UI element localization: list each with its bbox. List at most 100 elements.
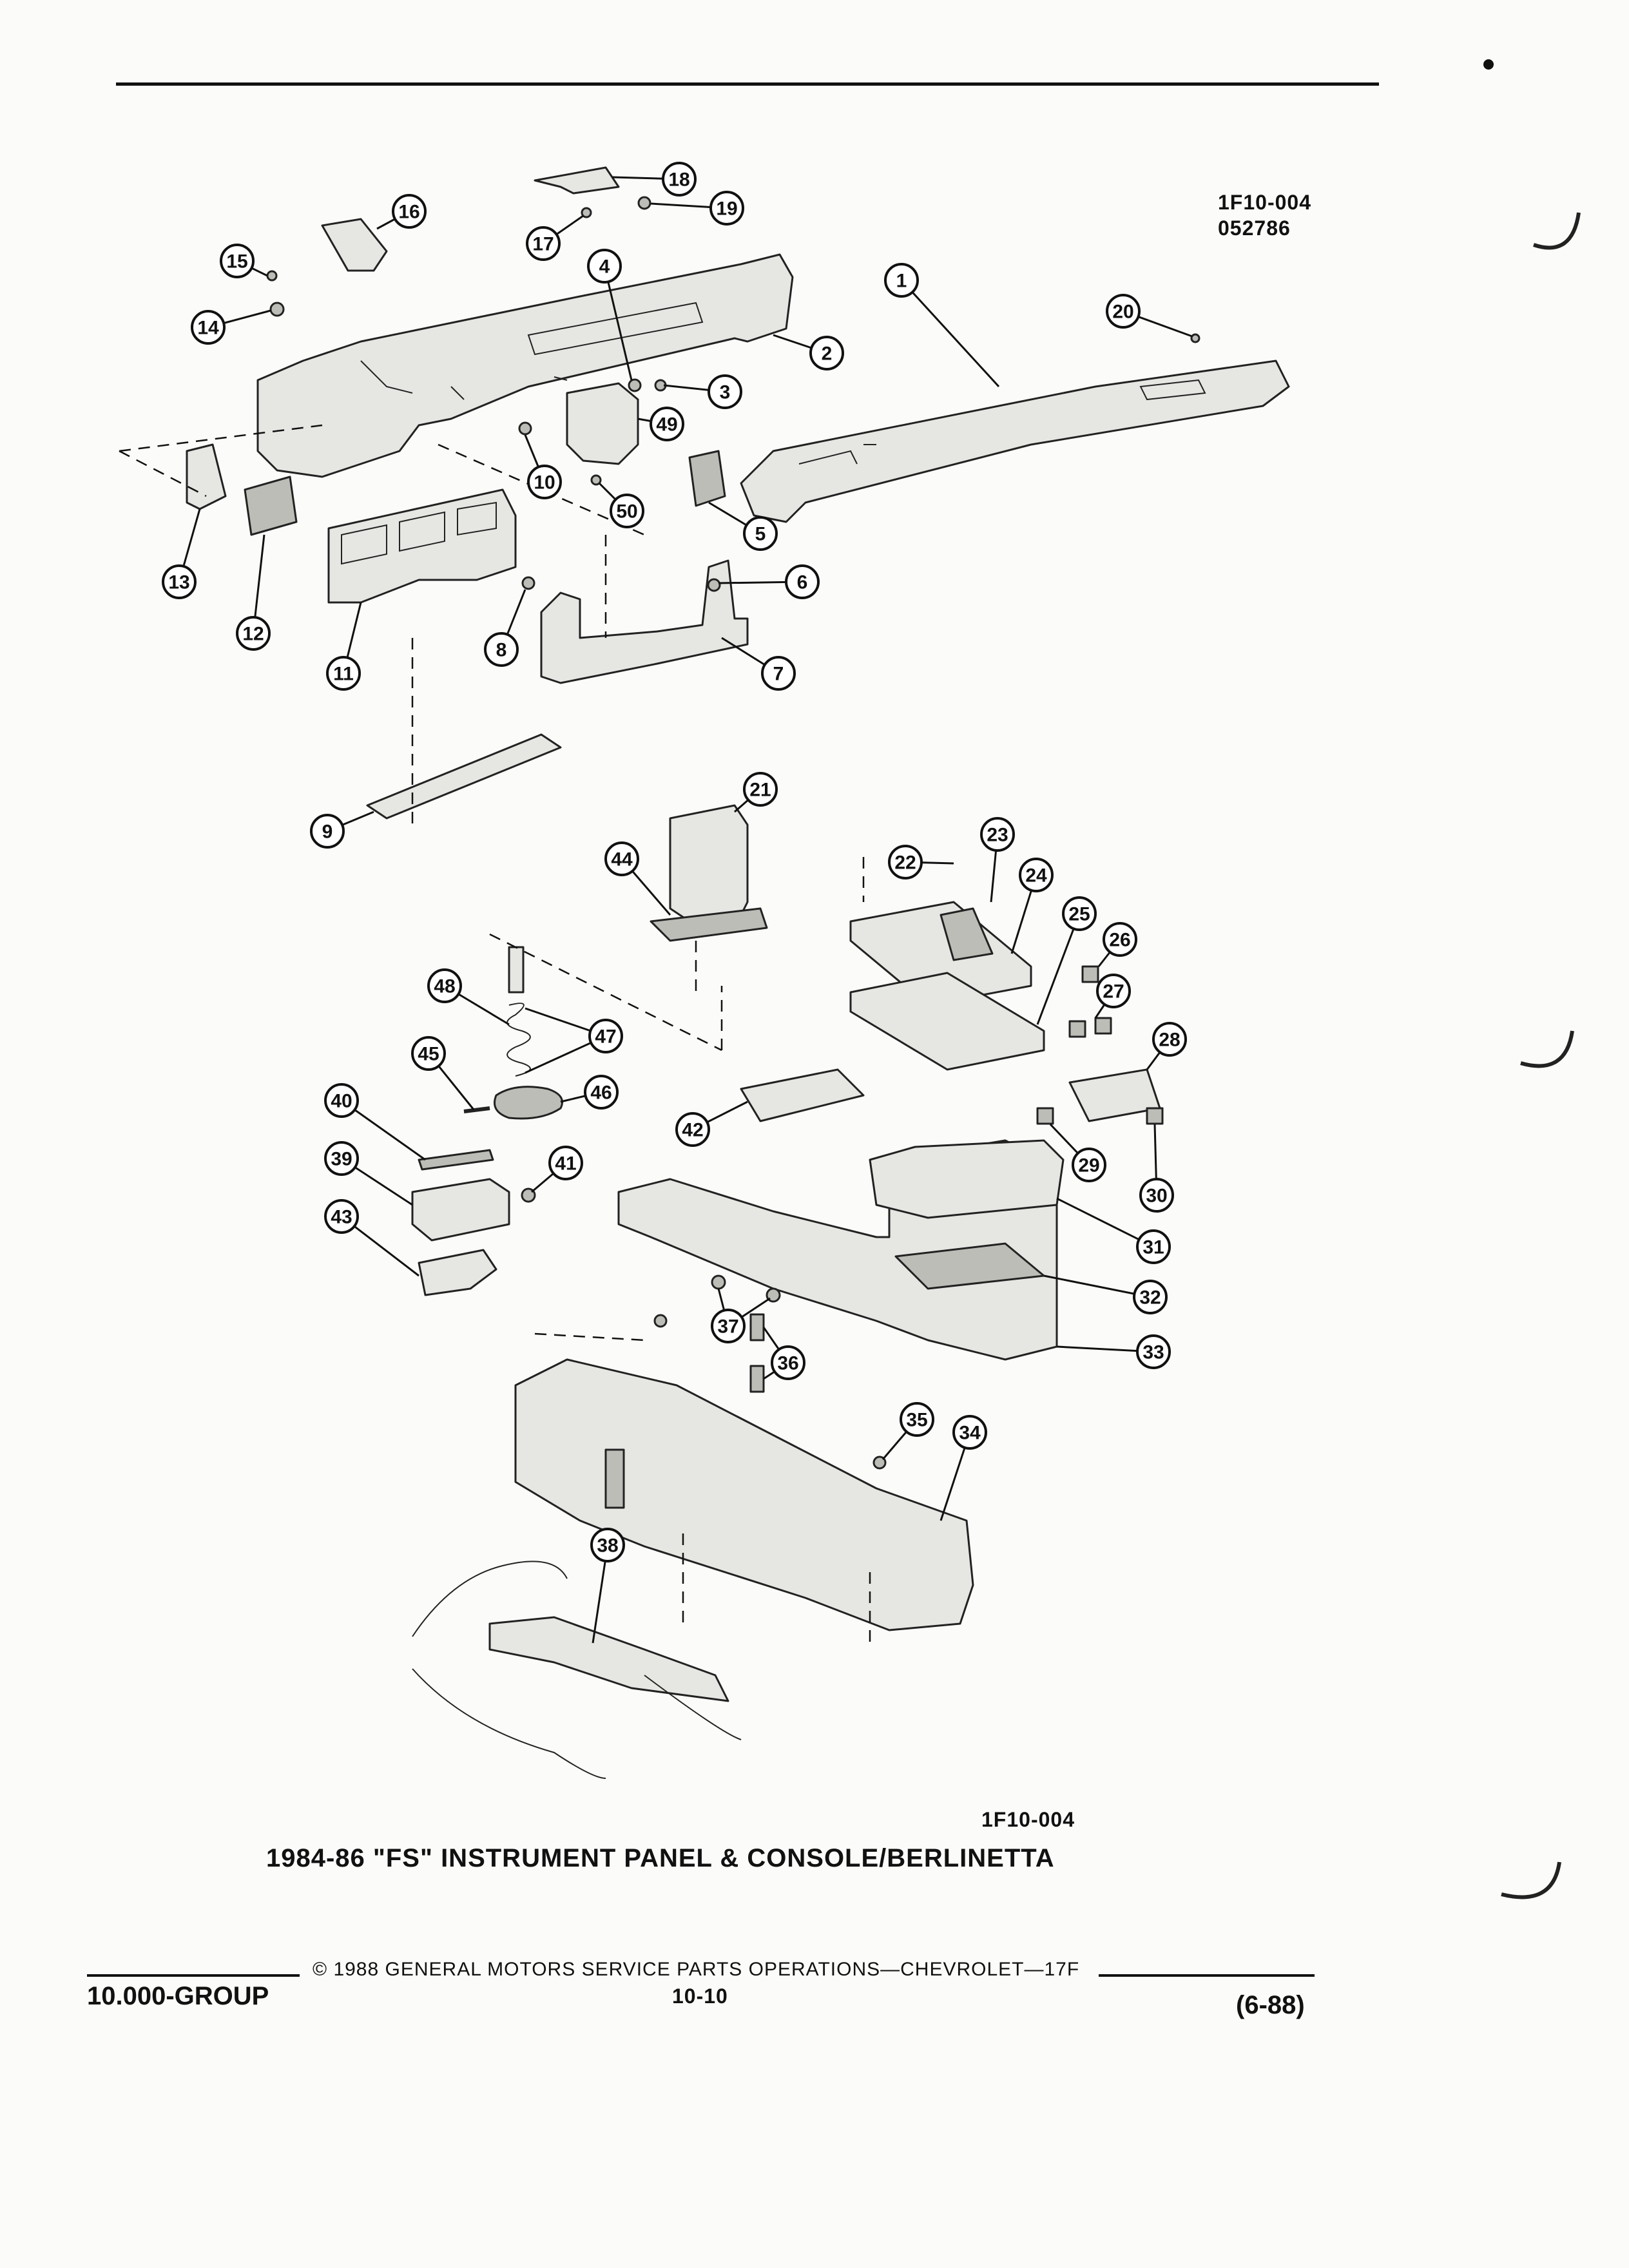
callout-20: 20 xyxy=(1106,294,1141,329)
callout-number: 3 xyxy=(720,382,731,403)
date-code: 052786 xyxy=(1218,216,1291,240)
fastener-19 xyxy=(637,196,651,210)
switch-5-part xyxy=(688,450,726,507)
callout-30: 30 xyxy=(1139,1178,1174,1213)
callout-number: 33 xyxy=(1142,1342,1164,1363)
fastener-20 xyxy=(1190,333,1200,343)
switch-27b-part xyxy=(1094,1017,1112,1035)
callout-number: 11 xyxy=(333,664,354,685)
callout-circle xyxy=(411,1036,446,1071)
header-rule xyxy=(116,82,1379,86)
callout-number: 50 xyxy=(616,501,637,523)
callout-number: 8 xyxy=(496,640,507,661)
trim-9-part xyxy=(366,733,562,820)
callout-34: 34 xyxy=(952,1415,987,1450)
part-36b xyxy=(749,1365,765,1393)
callout-circle xyxy=(548,1146,583,1180)
callout-circle xyxy=(1136,1229,1171,1264)
callout-10: 10 xyxy=(527,465,562,499)
callout-circle xyxy=(584,1075,619,1110)
callout-circle xyxy=(392,194,427,229)
callout-circle xyxy=(1139,1178,1174,1213)
callout-27: 27 xyxy=(1096,974,1131,1008)
floor-outline xyxy=(412,1561,742,1779)
margin-dot xyxy=(1483,59,1494,70)
callout-number: 26 xyxy=(1109,930,1130,951)
callout-circle xyxy=(527,465,562,499)
callout-number: 7 xyxy=(773,664,784,685)
callout-46: 46 xyxy=(584,1075,619,1110)
console-vent xyxy=(604,1448,625,1509)
page-number: 10-10 xyxy=(672,1984,728,2008)
callout-circle xyxy=(162,564,197,599)
callout-number: 28 xyxy=(1159,1030,1180,1051)
callout-32: 32 xyxy=(1133,1280,1168,1314)
footer-rule-right xyxy=(1099,1974,1315,1977)
bracket-49-part xyxy=(566,382,639,465)
callout-number: 25 xyxy=(1068,904,1090,925)
callout-number: 18 xyxy=(668,169,689,191)
callout-circle xyxy=(604,841,639,876)
revision-date: (6-88) xyxy=(1236,1991,1305,2019)
callout-circle xyxy=(1062,896,1097,931)
callout-circle xyxy=(310,814,345,849)
callout-number: 29 xyxy=(1078,1155,1099,1177)
construction-line xyxy=(119,424,645,831)
fastener-4 xyxy=(628,378,642,392)
callout-circle xyxy=(1106,294,1141,329)
callout-number: 44 xyxy=(611,849,633,870)
callout-number: 32 xyxy=(1139,1287,1161,1309)
callout-26: 26 xyxy=(1103,922,1137,957)
callout-36: 36 xyxy=(771,1345,805,1380)
callout-50: 50 xyxy=(610,494,644,528)
plate-25-part xyxy=(849,972,1045,1071)
callout-33: 33 xyxy=(1136,1334,1171,1369)
callout-11: 11 xyxy=(326,656,361,691)
callout-circle xyxy=(771,1345,805,1380)
part-37a xyxy=(711,1274,726,1290)
callout-number: 15 xyxy=(226,251,247,273)
callout-number: 13 xyxy=(168,572,189,593)
callout-number: 24 xyxy=(1025,865,1047,887)
callout-number: 49 xyxy=(656,414,677,436)
callout-number: 21 xyxy=(749,780,771,801)
margin-mark xyxy=(1520,1030,1574,1068)
callout-circle xyxy=(324,1083,359,1118)
callout-35: 35 xyxy=(900,1402,934,1437)
callout-circle xyxy=(1019,858,1054,892)
callout-31: 31 xyxy=(1136,1229,1171,1264)
callout-44: 44 xyxy=(604,841,639,876)
callout-48: 48 xyxy=(427,968,462,1003)
callout-circle xyxy=(650,407,684,441)
callout-5: 5 xyxy=(743,516,778,551)
callout-40: 40 xyxy=(324,1083,359,1118)
callout-circle xyxy=(743,772,778,807)
callout-number: 42 xyxy=(682,1120,703,1141)
callout-number: 40 xyxy=(331,1091,352,1112)
diagram-title: 1984-86 "FS" INSTRUMENT PANEL & CONSOLE/… xyxy=(266,1844,1055,1872)
leader-4 xyxy=(603,265,633,381)
callout-6: 6 xyxy=(785,564,820,599)
callout-8: 8 xyxy=(484,632,519,667)
callout-number: 9 xyxy=(322,822,333,843)
callout-circle xyxy=(1072,1148,1106,1182)
callout-circle xyxy=(1096,974,1131,1008)
boot-part xyxy=(940,907,994,961)
callout-number: 43 xyxy=(331,1207,352,1228)
fastener-35 xyxy=(872,1456,887,1470)
callout-3: 3 xyxy=(708,374,742,409)
instrument-pad-part xyxy=(740,360,1290,523)
callout-number: 16 xyxy=(398,202,419,223)
callout-number: 19 xyxy=(716,198,737,220)
callout-number: 34 xyxy=(959,1423,981,1444)
callout-number: 46 xyxy=(590,1082,612,1104)
callout-circle xyxy=(590,1528,625,1562)
callout-circle xyxy=(1152,1022,1187,1057)
callout-42: 42 xyxy=(675,1112,710,1147)
switch-29-part xyxy=(1036,1107,1054,1125)
knob-46-part xyxy=(494,1086,563,1120)
callout-39: 39 xyxy=(324,1141,359,1176)
callout-28: 28 xyxy=(1152,1022,1187,1057)
leader-25 xyxy=(1036,913,1081,1025)
